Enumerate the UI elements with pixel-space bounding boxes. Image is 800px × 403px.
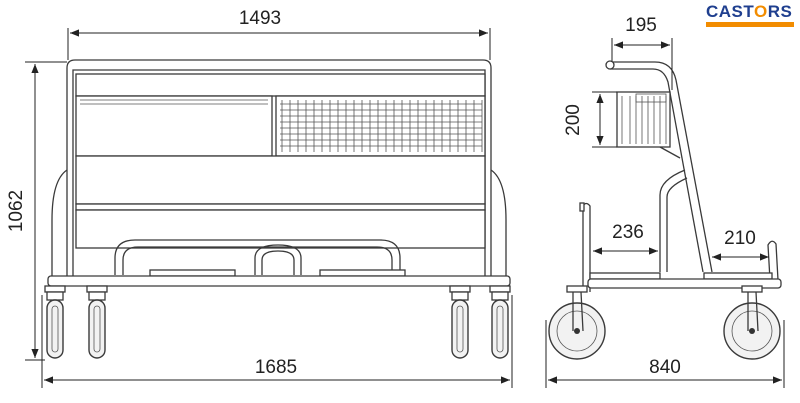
front-casters	[44, 285, 511, 359]
caster-wheel	[489, 285, 511, 359]
dimension-lines: 1493 1685 1062 195 200 236 210 840	[6, 8, 785, 388]
front-view	[44, 59, 511, 359]
handle-upright	[610, 61, 713, 273]
basket-solid-panel	[75, 95, 273, 157]
dim-label-front-platform: 210	[724, 228, 756, 249]
dim-label-overall-width: 1685	[255, 357, 297, 378]
dim-label-overall-height: 1062	[6, 190, 27, 232]
basket-mesh-panel	[275, 95, 486, 157]
dim-label-rear-platform: 236	[612, 222, 644, 243]
dim-label-top-width: 1493	[239, 8, 281, 29]
lower-panel	[75, 209, 486, 249]
side-base	[587, 278, 782, 289]
base-frame	[47, 275, 511, 287]
castors-logo: CASTORS	[706, 3, 794, 27]
dim-label-basket-width: 195	[625, 15, 657, 36]
caster-wheel	[449, 285, 471, 359]
rear-platform	[589, 272, 661, 280]
dim-label-overall-depth: 840	[649, 357, 681, 378]
platform-right	[319, 269, 406, 277]
caster-wheel	[86, 285, 108, 359]
caster-wheel	[723, 285, 781, 360]
middle-panel	[75, 155, 486, 205]
dim-label-basket-height: 200	[563, 104, 584, 136]
mesh-grid	[280, 100, 483, 152]
side-casters	[548, 285, 781, 360]
caster-wheel	[44, 285, 66, 359]
top-panel	[75, 73, 486, 97]
side-view	[548, 60, 782, 360]
front-platform	[703, 272, 773, 280]
platform-left	[149, 269, 236, 277]
side-basket	[616, 91, 671, 148]
frame-outline	[66, 59, 492, 285]
caster-wheel	[548, 285, 606, 360]
